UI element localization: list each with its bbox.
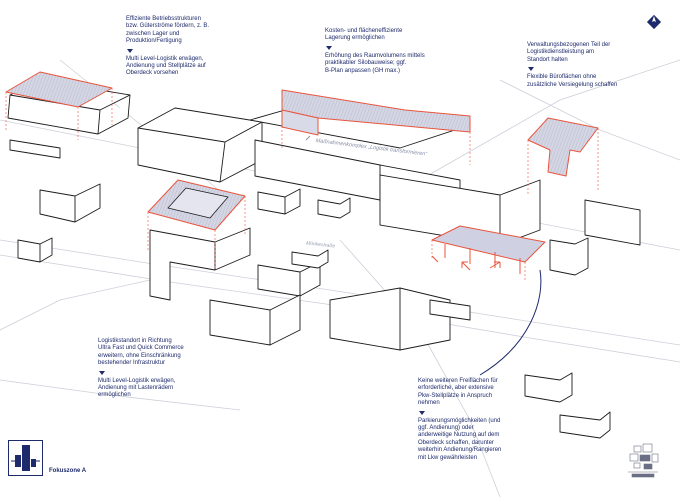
building-mid-2	[291, 249, 329, 269]
north-arrow-icon	[646, 14, 662, 30]
arrow-down-icon	[528, 67, 534, 72]
building-large-bottom	[329, 287, 451, 351]
proposed-volumes	[5, 71, 599, 263]
note-top-right: Verwaltungsbezogenen Teil der Logistikdi…	[527, 42, 657, 89]
note-bottom-left: Logistikstandort in Richtung Ultra Fast …	[98, 338, 218, 400]
note-bottom-left-text: Logistikstandort in Richtung Ultra Fast …	[98, 338, 184, 367]
building-small-4	[317, 197, 351, 219]
note-bottom-right: Keine weiteren Freiflächen für erforderl…	[418, 378, 538, 462]
projection-lines	[5, 88, 599, 280]
volume-office	[527, 117, 599, 177]
zone-label: Fokuszone A	[49, 468, 87, 474]
building-lshape-center	[149, 227, 251, 301]
building-bottom-row	[429, 299, 471, 321]
building-mid-1	[257, 261, 321, 297]
focus-zone-logo	[8, 440, 43, 476]
building-small-2	[17, 237, 53, 263]
zone-pictogram-icon	[11, 445, 40, 471]
building-small-1	[39, 183, 101, 223]
building-hall-center-left	[137, 107, 263, 183]
arrow-down-icon	[326, 45, 332, 50]
building-small-3	[257, 188, 301, 215]
emblem-logo	[628, 443, 659, 478]
parking-stilts	[431, 244, 521, 274]
note-top-left: Effiziente Betriebsstrukturen bzw. Güter…	[126, 16, 246, 78]
note-bottom-right-text: Keine weiteren Freiflächen für erforderl…	[418, 378, 498, 407]
complex-marker	[305, 135, 311, 141]
focus-zone-arc	[479, 269, 542, 376]
volume-center-top	[167, 187, 229, 219]
building-strip-left	[9, 139, 61, 159]
volume-silo-side	[281, 109, 319, 136]
arrow-down-icon	[99, 370, 105, 375]
building-bottom-far	[559, 411, 611, 439]
note-bottom-right-action: Parkierungsmöglichkeiten (und ggf. Andie…	[418, 417, 502, 461]
volume-parking-deck	[431, 225, 546, 263]
building-right-1	[549, 237, 589, 276]
note-top-center-text: Kosten- und flächeneffiziente Lagerung e…	[325, 28, 403, 42]
note-top-center: Kosten- und flächeneffiziente Lagerung e…	[325, 28, 455, 75]
building-right-2	[584, 199, 641, 246]
building-bottom-center	[209, 294, 301, 346]
building-bottom-right	[524, 372, 573, 403]
note-top-left-action: Multi Level-Logistik erwägen, Andienung …	[126, 55, 206, 77]
arrow-down-icon	[419, 410, 425, 415]
note-top-left-text: Effiziente Betriebsstrukturen bzw. Güter…	[126, 16, 210, 45]
note-top-right-text: Verwaltungsbezogenen Teil der Logistikdi…	[527, 42, 611, 63]
note-bottom-left-action: Multi Level-Logistik erwägen, Andienung …	[98, 377, 176, 399]
note-top-center-action: Erhöhung des Raumvolumens mittels prakti…	[325, 52, 425, 74]
arrow-down-icon	[127, 48, 133, 53]
existing-buildings	[7, 79, 641, 439]
note-top-right-action: Flexible Büroflächen ohne zusätzliche Ve…	[527, 74, 618, 88]
